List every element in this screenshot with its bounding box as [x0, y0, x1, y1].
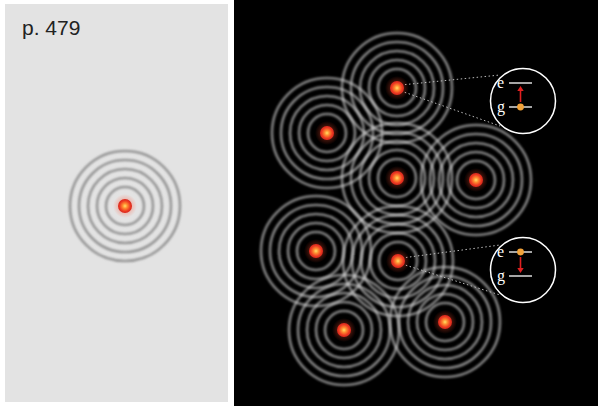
wave-ring: [88, 169, 162, 243]
wave-ring: [378, 159, 416, 197]
arrow-head: [517, 86, 523, 91]
wave-ring: [430, 134, 522, 226]
level-label: g: [497, 268, 505, 284]
wave-ring: [370, 233, 426, 289]
right-panel: [234, 0, 598, 406]
wave-ring: [369, 60, 425, 116]
wave-ring: [289, 275, 399, 385]
wave-ring: [106, 187, 144, 225]
atom: [438, 315, 452, 329]
wave-ring: [426, 303, 464, 341]
wave-ring: [297, 232, 335, 270]
wave-rings: [390, 267, 500, 377]
wave-ring: [360, 51, 434, 125]
wave-ring: [290, 96, 364, 170]
level-label: e: [497, 244, 504, 260]
wave-ring: [361, 224, 435, 298]
atom-glow: [385, 166, 409, 190]
level-inset: eg: [489, 236, 557, 304]
atom-glow: [464, 168, 488, 192]
wave-ring: [448, 152, 504, 208]
energy-level: [509, 275, 532, 276]
atom-glow: [304, 239, 328, 263]
arrow-head: [517, 268, 523, 273]
wave-ring: [279, 214, 353, 288]
leader-line: [401, 75, 500, 85]
atom: [309, 244, 323, 258]
atom-glow: [332, 318, 356, 342]
wave-ring: [299, 105, 355, 161]
wave-ring: [316, 302, 372, 358]
wave-ring: [343, 206, 453, 316]
level-label: g: [497, 99, 505, 115]
wave-ring: [417, 294, 473, 350]
atom: [337, 323, 351, 337]
atom-glow: [113, 194, 137, 218]
wave-ring: [378, 69, 416, 107]
wave-ring: [351, 42, 443, 134]
left-panel: [5, 4, 228, 402]
transition-arrow: [520, 257, 522, 269]
wave-ring: [369, 150, 425, 206]
wave-ring: [408, 285, 482, 359]
wave-ring: [390, 267, 500, 377]
wave-ring: [79, 160, 171, 252]
page-number: p. 479: [22, 16, 80, 40]
wave-rings: [261, 196, 371, 306]
level-label: e: [497, 75, 504, 91]
wave-ring: [307, 293, 381, 367]
transition-arrow: [520, 90, 522, 102]
atom: [469, 173, 483, 187]
wave-ring: [325, 311, 363, 349]
wave-rings: [343, 206, 453, 316]
wave-rings: [421, 125, 531, 235]
atom: [390, 81, 404, 95]
wave-ring: [97, 178, 153, 234]
wave-ring: [360, 141, 434, 215]
leader-line: [402, 245, 500, 258]
wave-ring: [308, 114, 346, 152]
wave-ring: [379, 242, 417, 280]
level-inset: eg: [489, 67, 557, 135]
atom: [390, 171, 404, 185]
atom-glow: [386, 249, 410, 273]
wave-ring: [457, 161, 495, 199]
wave-ring: [288, 223, 344, 279]
atom-glow: [315, 121, 339, 145]
wave-ring: [421, 125, 531, 235]
wave-ring: [281, 87, 373, 179]
leader-line: [401, 91, 500, 126]
wave-ring: [399, 276, 491, 368]
wave-rings: [289, 275, 399, 385]
atom-glow: [433, 310, 457, 334]
leader-line: [402, 264, 500, 295]
atom: [320, 126, 334, 140]
wave-ring: [70, 151, 180, 261]
atom: [391, 254, 405, 268]
wave-ring: [298, 284, 390, 376]
inset-circle: [491, 69, 556, 134]
energy-level: [509, 82, 532, 83]
wave-ring: [439, 143, 513, 217]
wave-ring: [261, 196, 371, 306]
inset-circle: [491, 238, 556, 303]
wave-rings: [70, 151, 180, 261]
electron-dot: [517, 104, 524, 111]
atom: [118, 199, 132, 213]
electron-dot: [517, 249, 524, 256]
atom-glow: [385, 76, 409, 100]
